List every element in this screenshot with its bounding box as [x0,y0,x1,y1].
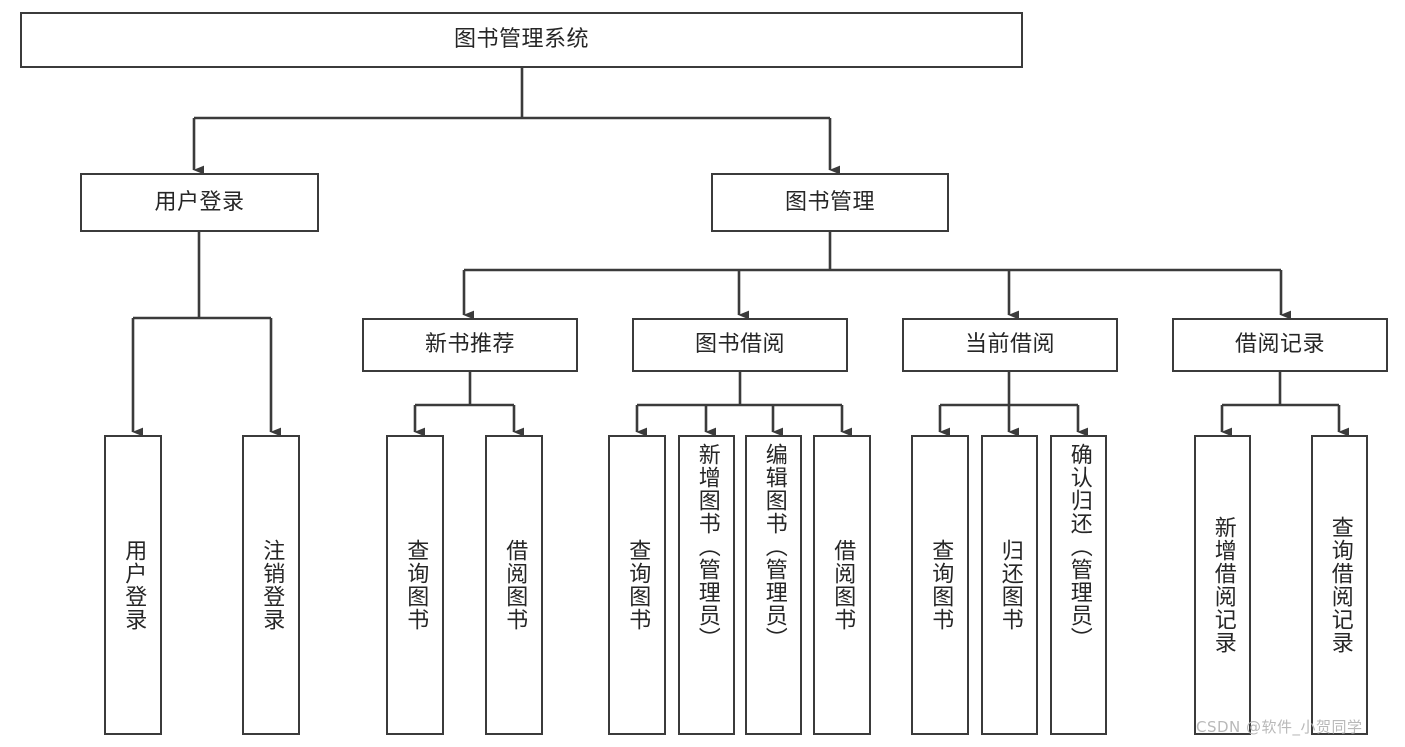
node-leaf-record-query-label: 查询借阅记录 [1327,516,1353,654]
node-leaf-borrow-edit[interactable]: 编辑图书（管理员） [745,435,802,735]
node-root-system[interactable]: 图书管理系统 [20,12,1023,68]
node-new-book-recommend-label: 新书推荐 [424,332,515,358]
node-leaf-borrow-add-label: 新增图书（管理员） [694,443,720,650]
node-current-borrow-label: 当前借阅 [964,332,1055,358]
node-leaf-borrow-edit-label: 编辑图书（管理员） [761,443,787,650]
node-leaf-current-confirm-return-label: 确认归还（管理员） [1066,443,1092,650]
node-leaf-borrow-borrow[interactable]: 借阅图书 [813,435,871,735]
node-leaf-current-query[interactable]: 查询图书 [911,435,969,735]
node-leaf-newbook-borrow[interactable]: 借阅图书 [485,435,543,735]
node-user-login[interactable]: 用户登录 [80,173,319,232]
node-user-login-label: 用户登录 [154,189,245,215]
node-leaf-record-add[interactable]: 新增借阅记录 [1194,435,1251,735]
node-leaf-borrow-query[interactable]: 查询图书 [608,435,666,735]
node-leaf-borrow-borrow-label: 借阅图书 [830,539,856,631]
node-leaf-user-login-signin[interactable]: 用户登录 [104,435,162,735]
node-root-system-label: 图书管理系统 [453,27,589,53]
node-book-manage-label: 图书管理 [784,189,875,215]
node-leaf-record-query[interactable]: 查询借阅记录 [1311,435,1368,735]
node-borrow-record[interactable]: 借阅记录 [1172,318,1388,372]
node-leaf-user-login-signout-label: 注销登录 [259,539,285,631]
node-leaf-user-login-signout[interactable]: 注销登录 [242,435,300,735]
node-book-manage[interactable]: 图书管理 [711,173,949,232]
node-borrow-record-label: 借阅记录 [1234,332,1325,358]
node-leaf-current-return[interactable]: 归还图书 [981,435,1038,735]
node-leaf-newbook-query[interactable]: 查询图书 [386,435,444,735]
node-leaf-current-confirm-return[interactable]: 确认归还（管理员） [1050,435,1107,735]
node-leaf-current-query-label: 查询图书 [928,539,954,631]
node-new-book-recommend[interactable]: 新书推荐 [362,318,578,372]
node-leaf-newbook-query-label: 查询图书 [403,539,429,631]
node-book-borrow-label: 图书借阅 [694,332,785,358]
node-leaf-current-return-label: 归还图书 [997,539,1023,631]
node-leaf-record-add-label: 新增借阅记录 [1210,516,1236,654]
node-book-borrow[interactable]: 图书借阅 [632,318,848,372]
node-leaf-borrow-add[interactable]: 新增图书（管理员） [678,435,735,735]
node-leaf-borrow-query-label: 查询图书 [625,539,651,631]
node-leaf-user-login-signin-label: 用户登录 [121,539,147,631]
csdn-watermark: CSDN @软件_小贺同学 [1196,718,1363,736]
node-leaf-newbook-borrow-label: 借阅图书 [502,539,528,631]
node-current-borrow[interactable]: 当前借阅 [902,318,1118,372]
